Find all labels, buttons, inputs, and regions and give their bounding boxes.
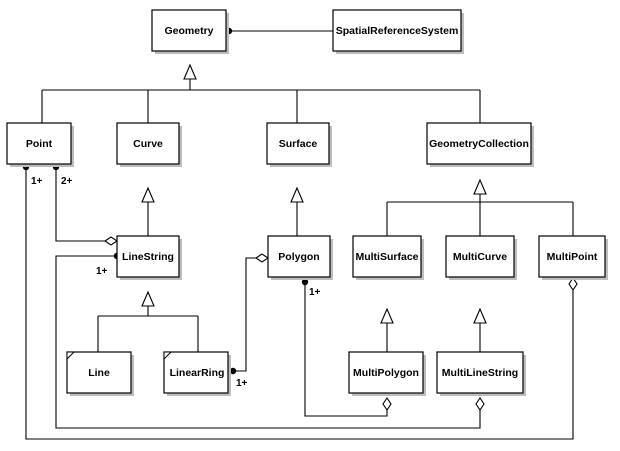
polygon-multipolygon-dot [301, 278, 309, 286]
linestring-inherit-triangle [141, 290, 155, 307]
class-box-multi-line-string: MultiLineString [436, 351, 526, 396]
curve-inherit-triangle [141, 186, 155, 203]
class-box-line-string: LineString [116, 235, 182, 280]
class-label-spatial-reference-system: SpatialReferenceSystem [336, 25, 459, 37]
gc-inherit-triangle [473, 178, 487, 195]
multiplicity-point-one-plus: 1+ [31, 176, 43, 187]
point-multipoint-aggregation [25, 167, 574, 440]
surface-inherit-triangle [290, 186, 304, 203]
class-label-line: Line [88, 367, 110, 379]
class-box-geometry: Geometry [151, 9, 229, 54]
class-label-multi-surface: MultiSurface [355, 251, 418, 263]
multicurve-inherit-triangle [473, 307, 487, 324]
class-label-geometry: Geometry [164, 25, 213, 37]
class-box-spatial-reference-system: SpatialReferenceSystem [332, 9, 464, 54]
polygon-aggregation-diamond [255, 253, 269, 263]
class-box-geometry-collection: GeometryCollection [426, 122, 534, 167]
class-label-linear-ring: LinearRing [170, 367, 225, 379]
class-label-line-string: LineString [122, 251, 174, 263]
class-label-point: Point [26, 138, 53, 150]
class-label-multi-line-string: MultiLineString [442, 367, 518, 379]
class-box-multi-polygon: MultiPolygon [348, 351, 426, 396]
multisurface-inherit-triangle [380, 307, 394, 324]
class-label-surface: Surface [279, 138, 318, 150]
class-box-multi-curve: MultiCurve [445, 235, 517, 280]
multipolygon-aggregation-diamond [382, 397, 392, 411]
multiplicity-linearring-one-plus: 1+ [236, 378, 248, 389]
class-box-curve: Curve [116, 122, 182, 167]
class-box-multi-surface: MultiSurface [352, 235, 424, 280]
point-linestring-aggregation [55, 167, 105, 242]
class-label-multi-point: MultiPoint [547, 251, 598, 263]
class-box-surface: Surface [266, 122, 332, 167]
class-box-line: Line [66, 351, 134, 396]
class-box-polygon: Polygon [267, 235, 333, 280]
polygon-multipolygon-aggregation [304, 282, 388, 417]
geometry-inherit-triangle [183, 63, 197, 80]
multiplicity-polygon-one-plus: 1+ [309, 287, 321, 298]
class-label-curve: Curve [133, 138, 163, 150]
linearring-polygon-aggregation [233, 257, 256, 372]
class-box-linear-ring: LinearRing [163, 351, 231, 396]
abstract-corner-marker [66, 351, 76, 361]
linearring-polygon-dot [229, 367, 237, 375]
class-label-polygon: Polygon [278, 251, 319, 263]
class-label-multi-polygon: MultiPolygon [353, 367, 419, 379]
multilinestring-aggregation-diamond [475, 397, 485, 411]
linestring-aggregation-diamond [104, 236, 118, 246]
class-box-multi-point: MultiPoint [538, 235, 608, 280]
class-label-multi-curve: MultiCurve [453, 251, 507, 263]
class-label-geometry-collection: GeometryCollection [429, 138, 529, 150]
multipoint-aggregation-diamond [568, 277, 578, 291]
multiplicity-linestring-one-plus: 1+ [96, 266, 108, 277]
multiplicity-point-two-plus: 2+ [61, 176, 73, 187]
connectors [22, 27, 578, 440]
abstract-corner-marker [163, 351, 173, 361]
class-box-point: Point [6, 122, 74, 167]
linestring-multilinestring-aggregation [55, 255, 481, 429]
